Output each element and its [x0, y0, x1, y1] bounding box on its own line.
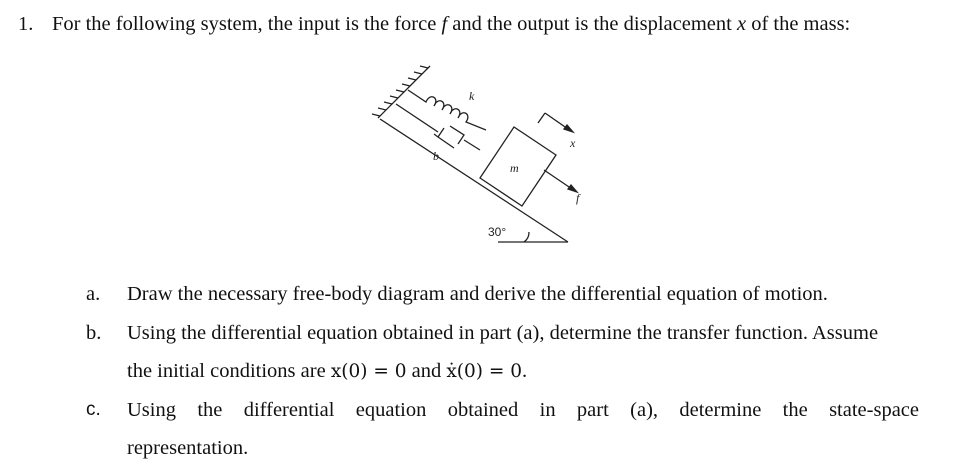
damper-rod — [395, 103, 439, 133]
wall-hatching — [371, 65, 429, 117]
end-period: . — [522, 360, 528, 382]
displacement-arrowhead — [562, 123, 576, 134]
force-arrowhead — [566, 183, 580, 194]
damper-piston — [433, 127, 455, 149]
part-a-text: Draw the necessary free-body diagram and… — [127, 283, 828, 305]
force-label: f — [576, 191, 581, 205]
mass-block — [479, 126, 557, 207]
question-statement: 1. For the following system, the input is… — [18, 10, 948, 38]
mechanical-system-figure: k b m x f 30° — [368, 52, 604, 256]
question-number: 1. — [18, 13, 34, 35]
displacement-reference — [537, 112, 546, 124]
displacement-arrow — [544, 112, 569, 130]
displacement-symbol: x — [736, 13, 747, 35]
question-text-1: For the following system, the input is t… — [52, 13, 442, 35]
part-b-text-line2: the initial conditions are — [127, 360, 331, 382]
question-text-2: and the output is the displacement — [447, 13, 737, 35]
part-c-line2: representation. — [127, 434, 248, 462]
and-word: and — [406, 360, 447, 382]
angle-arc — [523, 231, 530, 243]
part-c-text-line2: representation. — [127, 437, 249, 459]
force-arrow — [543, 169, 573, 190]
force-symbol: f — [441, 13, 448, 35]
spring-label: k — [469, 89, 475, 103]
incline-surface — [379, 118, 569, 243]
part-b-line2: the initial conditions are x(0) = 0 and … — [127, 357, 527, 386]
displacement-label: x — [569, 136, 576, 150]
part-c-text-line1: Using the differential equation obtained… — [127, 399, 919, 421]
part-b-label: b. — [86, 322, 102, 344]
angle-label: 30° — [488, 225, 506, 239]
part-a-label: a. — [86, 283, 101, 305]
damper-cylinder — [449, 125, 465, 145]
initial-condition-velocity: ẋ(0) = 0 — [446, 361, 523, 382]
part-c-label: c. — [86, 399, 101, 420]
mass-label: m — [510, 161, 519, 175]
question-text-3: of the mass: — [746, 13, 851, 35]
part-b-text-line1: Using the differential equation obtained… — [127, 322, 879, 344]
initial-condition-position: x(0) = 0 — [330, 361, 407, 382]
mass-spring-damper-incline-diagram: k b m x f 30° — [371, 65, 581, 243]
damper-label: b — [433, 149, 439, 163]
spring — [407, 89, 487, 131]
damper-link — [463, 139, 481, 151]
